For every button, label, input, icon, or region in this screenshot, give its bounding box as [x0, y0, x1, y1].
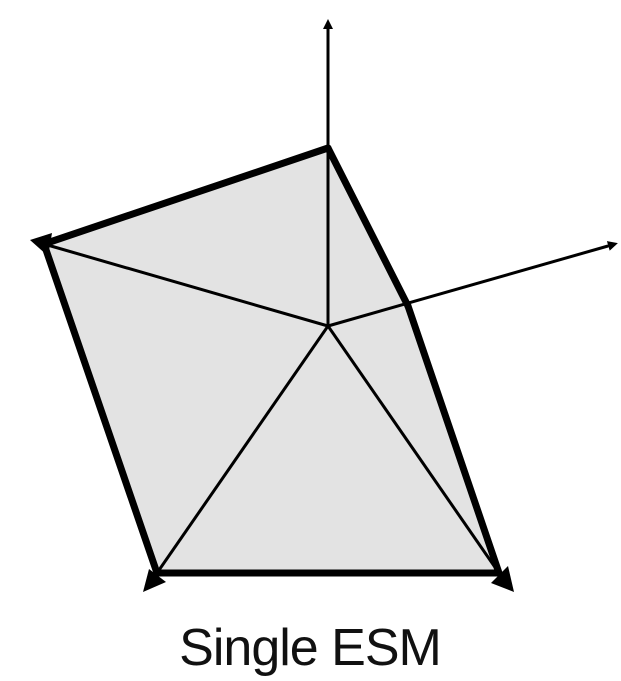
- esm-polygon: [44, 148, 499, 573]
- esm-outline: [324, 144, 412, 310]
- esm-outline-left: [39, 144, 504, 577]
- arrowhead-bottom-right-icon: [491, 566, 514, 592]
- axes: [323, 19, 618, 328]
- diagram-caption: Single ESM: [179, 619, 441, 677]
- spoke-left: [43, 242, 329, 328]
- spokes: [43, 242, 501, 574]
- spoke-bottom-left: [155, 325, 330, 574]
- spoke-bottom-right: [326, 325, 501, 574]
- arrowhead-bottom-left-icon: [143, 569, 166, 592]
- arrowhead-left-icon: [30, 233, 52, 256]
- axis-right-arrow: [327, 241, 618, 328]
